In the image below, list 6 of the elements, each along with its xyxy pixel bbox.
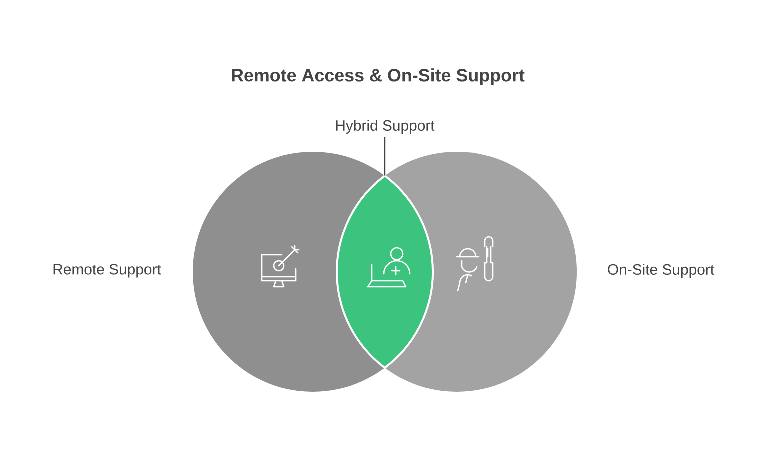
overlap-lens <box>336 174 434 369</box>
overlap-label: Hybrid Support <box>336 120 435 134</box>
title: Remote Access & On-Site Support <box>232 68 525 86</box>
circle-label: On-Site Support <box>608 264 714 278</box>
circle-label: Remote Support <box>54 264 162 278</box>
leader-line <box>384 137 386 176</box>
